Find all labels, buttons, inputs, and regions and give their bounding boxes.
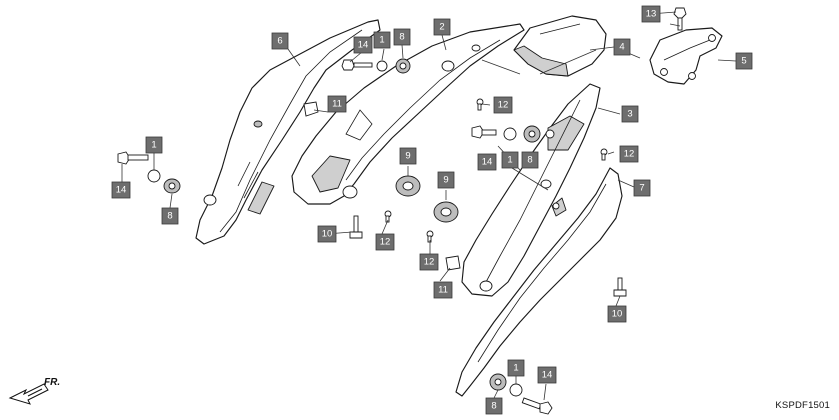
callout-13: 13 bbox=[641, 5, 661, 23]
svg-text:4: 4 bbox=[619, 42, 624, 53]
svg-text:8: 8 bbox=[491, 401, 496, 412]
callout-5: 5 bbox=[735, 52, 753, 70]
callout-12: 12 bbox=[419, 253, 439, 271]
svg-text:8: 8 bbox=[399, 32, 404, 43]
svg-text:8: 8 bbox=[167, 211, 172, 222]
part-7-side-cover-right bbox=[455, 167, 623, 397]
callout-8: 8 bbox=[393, 28, 411, 46]
front-direction-arrow: FR. bbox=[8, 377, 60, 405]
clips-11 bbox=[303, 101, 461, 271]
part-13-bolt bbox=[673, 7, 687, 31]
callout-1: 1 bbox=[373, 31, 391, 49]
callout-12: 12 bbox=[375, 233, 395, 251]
leader-lines bbox=[121, 11, 737, 401]
part-6-side-cover-left bbox=[195, 19, 381, 245]
hardware-left bbox=[117, 151, 181, 194]
svg-text:1: 1 bbox=[507, 155, 512, 166]
grommet-9-upper bbox=[395, 175, 421, 197]
svg-text:3: 3 bbox=[627, 109, 632, 120]
svg-text:10: 10 bbox=[322, 229, 333, 240]
svg-text:9: 9 bbox=[405, 151, 410, 162]
callout-11: 11 bbox=[327, 95, 347, 113]
part-4-seat-cowl-cap bbox=[513, 15, 607, 77]
svg-text:9: 9 bbox=[443, 175, 448, 186]
svg-text:1: 1 bbox=[379, 35, 384, 46]
callout-7: 7 bbox=[633, 179, 651, 197]
callout-8: 8 bbox=[521, 151, 539, 169]
callout-11: 11 bbox=[433, 281, 453, 299]
callout-2: 2 bbox=[433, 18, 451, 36]
callout-12: 12 bbox=[493, 96, 513, 114]
callout-14: 14 bbox=[477, 153, 497, 171]
screws-12 bbox=[384, 98, 608, 243]
callout-14: 14 bbox=[537, 366, 557, 384]
grommet-9-lower bbox=[433, 201, 459, 223]
hardware-mid bbox=[471, 125, 555, 143]
svg-text:1: 1 bbox=[151, 140, 156, 151]
svg-text:7: 7 bbox=[639, 183, 644, 194]
svg-text:1: 1 bbox=[513, 363, 518, 374]
callout-10: 10 bbox=[607, 305, 627, 323]
svg-text:13: 13 bbox=[646, 9, 657, 20]
callout-9: 9 bbox=[399, 147, 417, 165]
callout-labels: 1 1 1 1 2 3 4 5 6 7 8 8 8 8 9 9 10 10 11… bbox=[111, 5, 753, 415]
callout-1: 1 bbox=[501, 151, 519, 169]
svg-text:11: 11 bbox=[438, 285, 448, 296]
part-2-rear-cowl-center bbox=[291, 23, 525, 205]
svg-text:14: 14 bbox=[482, 157, 493, 168]
svg-text:12: 12 bbox=[424, 257, 435, 268]
svg-text:14: 14 bbox=[116, 185, 127, 196]
svg-text:12: 12 bbox=[380, 237, 391, 248]
bolts-10 bbox=[349, 215, 627, 297]
callout-8: 8 bbox=[161, 207, 179, 225]
svg-text:8: 8 bbox=[527, 155, 532, 166]
callout-4: 4 bbox=[613, 38, 631, 56]
direction-label: FR. bbox=[44, 377, 60, 388]
callout-14: 14 bbox=[111, 181, 131, 199]
svg-text:10: 10 bbox=[612, 309, 623, 320]
callout-1: 1 bbox=[507, 359, 525, 377]
svg-text:14: 14 bbox=[358, 40, 369, 51]
part-3-rear-inner-panel bbox=[461, 83, 601, 297]
part-5-bracket bbox=[649, 27, 723, 85]
callout-9: 9 bbox=[437, 171, 455, 189]
hardware-top bbox=[341, 58, 411, 74]
callout-14: 14 bbox=[353, 36, 373, 54]
svg-text:5: 5 bbox=[741, 56, 746, 67]
callout-3: 3 bbox=[621, 105, 639, 123]
svg-text:6: 6 bbox=[277, 36, 282, 47]
diagram-code: KSPDF1501 bbox=[775, 400, 830, 411]
svg-text:2: 2 bbox=[439, 22, 444, 33]
callout-12: 12 bbox=[619, 145, 639, 163]
svg-text:12: 12 bbox=[498, 100, 509, 111]
svg-text:12: 12 bbox=[624, 149, 635, 160]
svg-text:14: 14 bbox=[542, 370, 553, 381]
svg-text:11: 11 bbox=[332, 99, 342, 110]
callout-8: 8 bbox=[485, 397, 503, 415]
callout-6: 6 bbox=[271, 32, 289, 50]
hardware-bottom bbox=[489, 373, 553, 415]
callout-1: 1 bbox=[145, 136, 163, 154]
callout-10: 10 bbox=[317, 225, 337, 243]
